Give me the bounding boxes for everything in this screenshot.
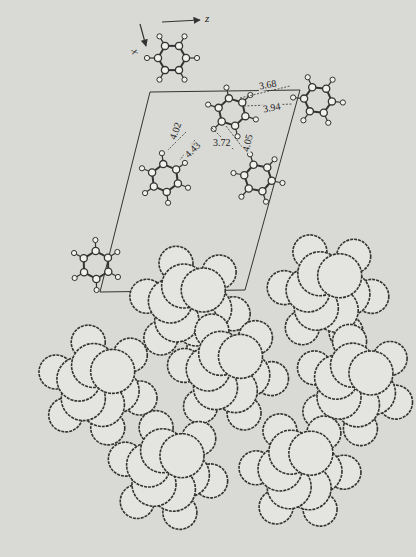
- benzene-molecule: [291, 75, 346, 126]
- axis-label: x: [129, 46, 142, 56]
- space-filling-molecule: [239, 414, 361, 526]
- space-filling-molecule: [267, 235, 389, 349]
- contact-line: [212, 128, 234, 150]
- space-filling-molecule: [167, 314, 288, 430]
- axis-arrow: [162, 20, 200, 22]
- distance-label: 4.05: [240, 132, 255, 153]
- distance-label: 4.02: [168, 120, 184, 142]
- benzene-molecule: [231, 152, 285, 205]
- benzene-molecule: [71, 237, 120, 292]
- unit-cell: [100, 90, 300, 292]
- distance-label: 3.94: [261, 101, 282, 114]
- benzene-molecule: [144, 34, 199, 83]
- axis-arrow: [140, 24, 146, 46]
- axis-label: z: [204, 13, 210, 24]
- space-filling-molecule: [108, 411, 227, 530]
- benzene-molecule: [139, 151, 190, 206]
- distance-label: 3.72: [212, 138, 232, 148]
- distance-label: 4.43: [182, 140, 203, 161]
- benzene-molecule: [206, 85, 259, 139]
